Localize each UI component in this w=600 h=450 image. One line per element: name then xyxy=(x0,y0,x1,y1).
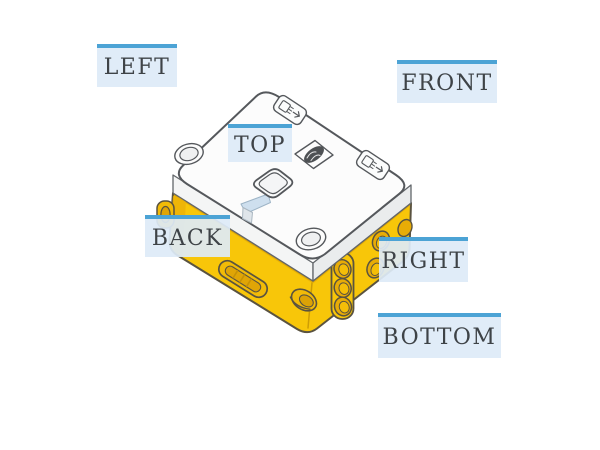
face-label-right-text: RIGHT xyxy=(381,249,466,274)
face-label-left: LEFT xyxy=(97,44,177,87)
corner-beam-pin-holes xyxy=(330,252,355,320)
corner-screw-hole-left xyxy=(174,142,204,166)
face-label-left-text: LEFT xyxy=(103,55,171,80)
face-label-right: RIGHT xyxy=(379,237,468,282)
face-label-top: TOP xyxy=(228,124,292,162)
corner-screw-hole-bottom xyxy=(295,227,327,251)
lego-logo-badge xyxy=(294,139,334,170)
face-label-bottom: BOTTOM xyxy=(378,313,501,358)
yellow-body xyxy=(156,192,413,334)
face-label-bottom-text: BOTTOM xyxy=(382,325,497,350)
blue-pull-tab xyxy=(240,193,271,224)
speaker-horn-icon xyxy=(289,288,318,312)
handle-slot xyxy=(217,259,269,299)
center-button xyxy=(252,168,294,199)
face-label-front-text: FRONT xyxy=(401,71,493,96)
connector-port-icon xyxy=(355,149,391,181)
connector-port-icon xyxy=(272,94,308,126)
face-label-back-text: BACK xyxy=(151,225,224,251)
face-label-top-text: TOP xyxy=(233,132,286,158)
face-label-front: FRONT xyxy=(397,60,497,103)
face-label-back: BACK xyxy=(145,215,230,257)
